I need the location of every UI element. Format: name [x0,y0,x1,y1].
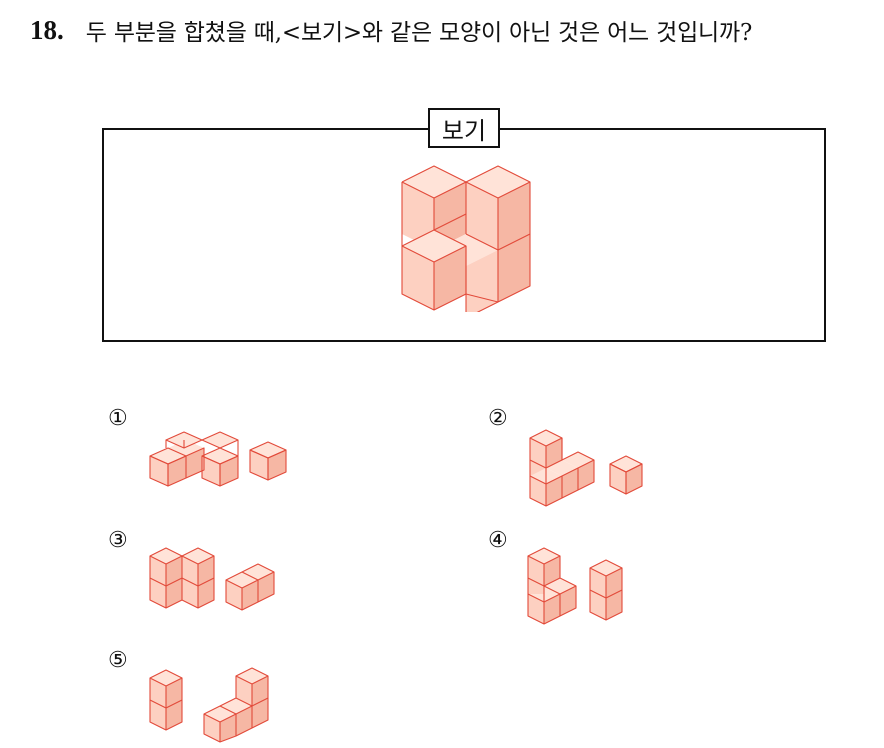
question-text: 두 부분을 합쳤을 때,<보기>와 같은 모양이 아닌 것은 어느 것입니까? [85,20,753,46]
choice-number: ① [108,406,128,431]
choice-number: ⑤ [108,648,128,673]
example-label: 보기 [428,108,500,148]
question-header: 18. 두 부분을 합쳤을 때,<보기>와 같은 모양이 아닌 것은 어느 것입… [30,10,752,50]
choice-number: ② [488,406,508,431]
choice-1-figure [148,428,298,502]
choice-number: ③ [108,528,128,553]
choice-4-figure [524,546,634,636]
example-cube-figure [396,160,536,319]
choice-5-figure [148,666,288,748]
choice-2-figure [524,428,654,522]
choice-3-figure [148,546,288,622]
question-number: 18. [30,14,64,45]
choice-number: ④ [488,528,508,553]
